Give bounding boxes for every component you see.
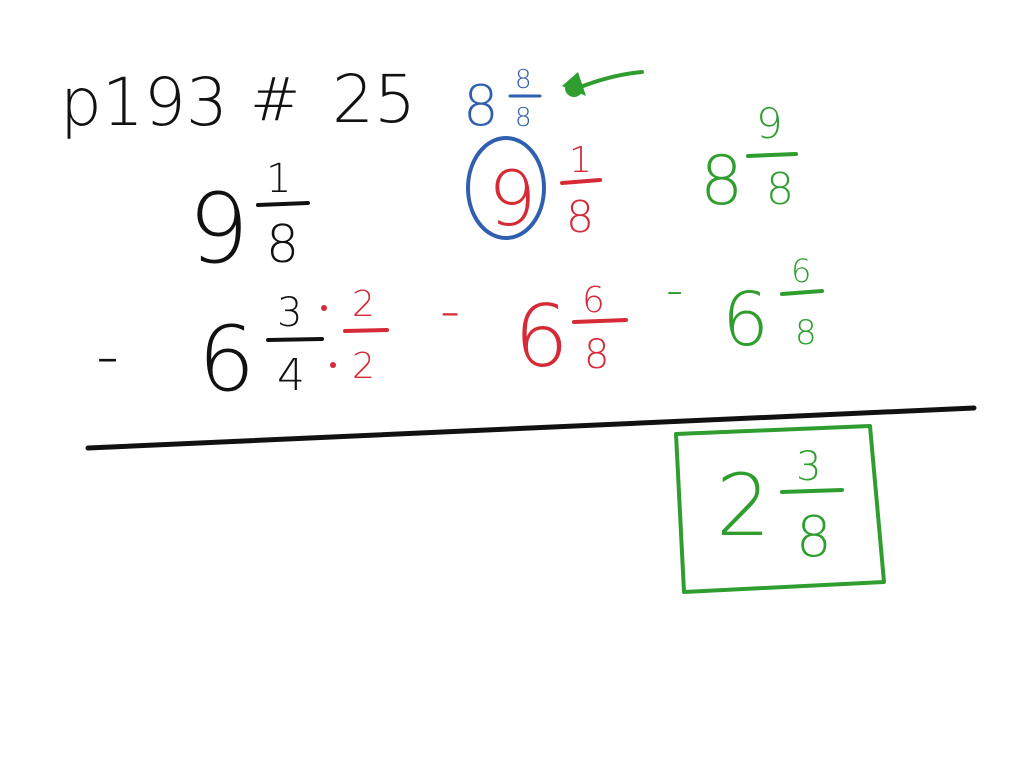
regrouped-subtrahend-denominator: 8 — [795, 313, 817, 353]
original-minuend-numerator: 1 — [266, 156, 291, 202]
original-minuend-fraction-bar — [256, 201, 310, 207]
original-minuend-denominator: 8 — [266, 215, 299, 275]
converted-minuend-denominator: 8 — [566, 192, 594, 243]
answer-denominator: 8 — [796, 505, 832, 570]
title-page: p193 — [60, 64, 228, 141]
converted-minus-sign: - — [440, 279, 460, 344]
blue-regroup-note: 8 8 8 — [463, 65, 542, 139]
regrouped-subtrahend: - 6 6 8 — [666, 252, 824, 363]
regrouped-minuend-whole: 8 — [700, 142, 743, 221]
converted-minuend-numerator: 1 — [569, 140, 592, 181]
converted-subtrahend-whole: 6 — [514, 287, 569, 387]
title-hash: # — [250, 65, 300, 135]
title-problem: 25 — [332, 61, 416, 138]
original-subtrahend-whole: 6 — [198, 307, 255, 412]
regrouped-minuend-denominator: 8 — [766, 164, 794, 215]
multiply-by-two-halves: 2 2 — [321, 284, 389, 387]
blue-note-whole: 8 — [463, 74, 499, 139]
problem-title: p193 # 25 — [60, 61, 416, 141]
regrouped-subtrahend-whole: 6 — [722, 277, 769, 363]
blue-note-denominator: 8 — [515, 103, 532, 133]
multiply-dot-bottom — [330, 362, 336, 368]
regrouped-minus-sign: - — [666, 262, 683, 318]
original-subtrahend-denominator: 4 — [277, 350, 305, 401]
original-minuend: 9 1 8 — [188, 156, 310, 285]
regrouped-subtrahend-numerator: 6 — [791, 252, 811, 290]
multiplier-numerator: 2 — [352, 284, 375, 325]
original-subtrahend: - 6 3 4 — [96, 290, 324, 412]
original-subtrahend-fraction-bar — [266, 337, 324, 342]
regrouped-minuend-numerator: 9 — [756, 99, 783, 148]
multiplier-denominator: 2 — [352, 346, 375, 387]
subtraction-result-line — [85, 405, 977, 451]
converted-minuend-fraction-bar — [560, 178, 602, 185]
multiply-dot-top — [321, 305, 327, 311]
original-minuend-whole: 9 — [188, 173, 249, 285]
converted-subtrahend-fraction-bar — [572, 318, 628, 324]
converted-minuend: 9 1 8 — [466, 136, 602, 243]
converted-subtrahend: - 6 6 8 — [440, 279, 628, 387]
converted-subtrahend-denominator: 8 — [584, 332, 609, 378]
answer-box-outline — [674, 424, 886, 594]
answer-box: 2 3 8 — [674, 424, 886, 594]
converted-subtrahend-numerator: 6 — [582, 280, 605, 321]
blue-note-numerator: 8 — [515, 65, 532, 95]
original-subtrahend-numerator: 3 — [277, 290, 302, 336]
multiplier-fraction-bar — [343, 328, 389, 333]
answer-fraction-bar — [780, 488, 844, 494]
blue-circle-around-nine — [466, 136, 546, 240]
answer-numerator: 3 — [796, 444, 821, 490]
regrouped-minuend: 8 9 8 — [700, 99, 798, 221]
green-arrow-icon — [562, 70, 644, 97]
answer-whole: 2 — [716, 456, 771, 556]
converted-minuend-whole: 9 — [488, 154, 536, 243]
regrouped-minuend-fraction-bar — [746, 152, 798, 158]
regrouped-subtrahend-fraction-bar — [780, 289, 824, 296]
original-minus-sign: - — [96, 320, 119, 394]
